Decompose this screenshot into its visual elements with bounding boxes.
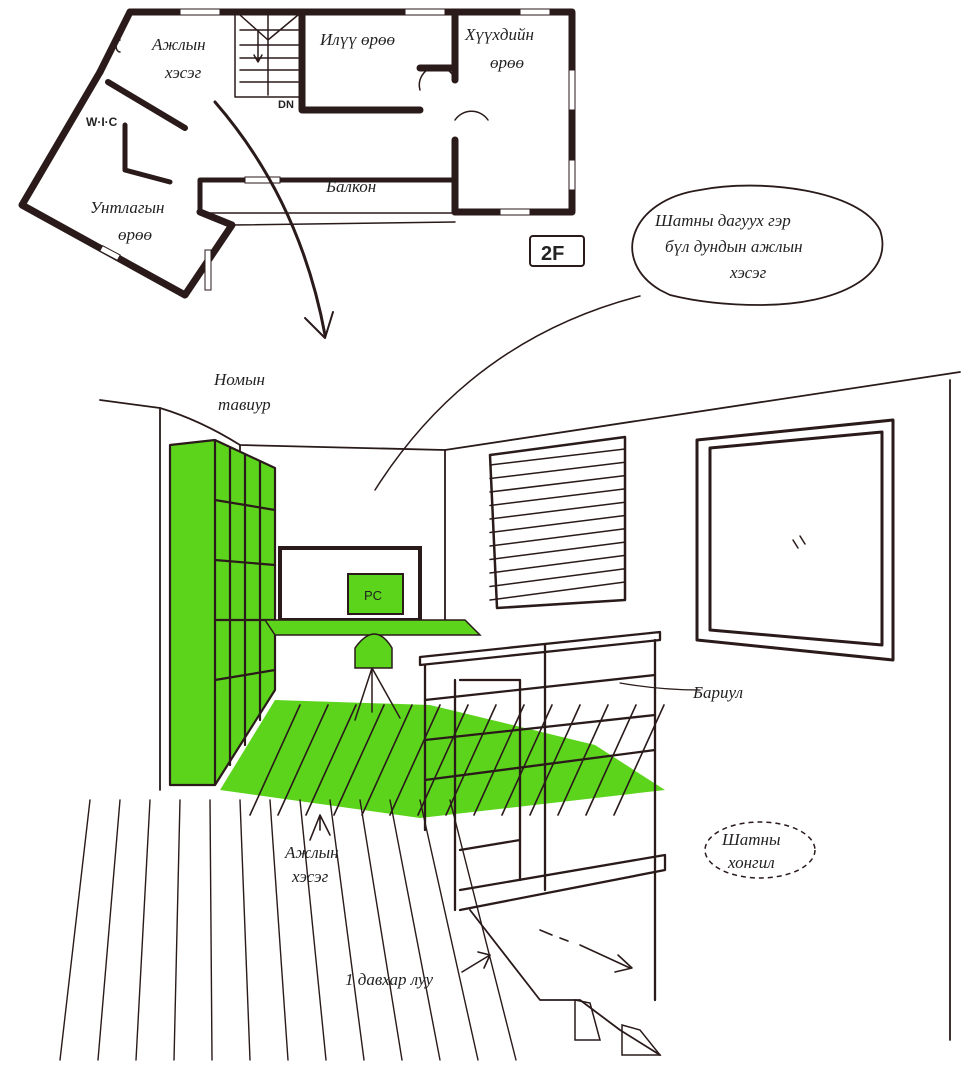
curved-arrow: [213, 100, 327, 337]
label-handrail: Бариул: [692, 683, 743, 702]
window-blinds: [488, 435, 627, 610]
plan-label-kids-room-2: өрөө: [490, 53, 524, 72]
label-stairwell-1: Шатны: [721, 830, 780, 849]
hatch-line: [97, 799, 121, 1061]
plan-label-work-area-1: Ажлын: [151, 35, 206, 54]
plan-label-dn: DN: [278, 99, 294, 111]
hatch-line: [489, 581, 626, 601]
hatch-line: [585, 704, 637, 816]
hatch-line: [489, 461, 626, 480]
bubble-line-2: бүл дундын ажлын: [665, 237, 803, 256]
hatch-line: [361, 704, 413, 816]
bookshelf: [170, 440, 275, 785]
hatch-line: [277, 704, 329, 816]
hatch-line: [501, 704, 553, 816]
pc-monitor: [347, 573, 404, 615]
plan-label-extra-room: Илүү өрөө: [319, 30, 395, 49]
hatch-line: [329, 799, 365, 1061]
hatch-line: [249, 704, 301, 816]
hatch-line: [489, 474, 626, 493]
pc-label: PC: [364, 588, 382, 603]
hatch-line: [305, 704, 357, 816]
hatch-line: [489, 488, 626, 507]
hatch-line: [173, 799, 181, 1061]
arrow-head-icon: [304, 311, 334, 339]
hatch-line: [359, 799, 403, 1061]
window-right: [695, 418, 895, 662]
hatch-line: [269, 799, 289, 1061]
room-perspective: PC Номын тавиур Б: [59, 370, 961, 1061]
hatch-line: [239, 799, 251, 1061]
hatch-line: [417, 704, 469, 816]
plan-label-balcony: Балкон: [325, 177, 376, 196]
chair: [354, 633, 393, 669]
hatch-line: [489, 514, 626, 534]
arrow-icon: [461, 951, 491, 973]
work-area-floor: [220, 700, 665, 818]
plan-label-wic: W·I·C: [86, 115, 118, 129]
hatch-line: [333, 704, 385, 816]
plan-label-bedroom-1: Унтлагын: [90, 198, 164, 217]
label-to-first-floor: 1 давхар луу: [345, 970, 434, 989]
hatch-line: [489, 567, 626, 588]
stairwell-outline: [704, 821, 816, 879]
plan-label-work-area-2: хэсэг: [164, 63, 202, 82]
hatch-line: [419, 799, 479, 1061]
hatch-line: [389, 799, 441, 1061]
hatch-line: [489, 554, 626, 574]
floor-plan: Ажлын хэсэг Илүү өрөө Хүүхдийн өрөө W·I·…: [18, 8, 585, 299]
hatch-line: [59, 799, 91, 1061]
label-stairwell-2: хонгил: [727, 853, 775, 872]
hatch-line: [135, 799, 151, 1061]
bubble-line-1: Шатны дагуух гэр: [654, 211, 791, 230]
hatch-line: [473, 704, 525, 816]
hatch-line: [299, 799, 327, 1061]
down-arrow-icon: [539, 929, 633, 973]
bubble-line-3: хэсэг: [729, 263, 767, 282]
hatch-line: [489, 448, 626, 466]
plan-label-bedroom-2: өрөө: [118, 225, 152, 244]
label-work-area-2: хэсэг: [291, 867, 329, 886]
hatch-line: [489, 501, 626, 520]
hatch-line: [613, 704, 665, 816]
floor-badge: 2F: [541, 243, 564, 265]
desk: [263, 619, 482, 636]
hatch-line: [449, 799, 517, 1061]
up-arrow-icon: [309, 814, 331, 841]
plan-label-kids-room-1: Хүүхдийн: [464, 25, 534, 44]
label-bookshelf-1: Номын: [213, 370, 265, 389]
speech-bubble: Шатны дагуух гэр бүл дундын ажлын хэсэг: [374, 184, 884, 491]
hatch-line: [389, 704, 441, 816]
hatch-line: [489, 541, 626, 561]
hatch-line: [489, 528, 626, 547]
floor-badge-box: [529, 235, 585, 267]
handrail: [418, 630, 701, 1002]
label-work-area-1: Ажлын: [284, 843, 339, 862]
hatch-line: [209, 799, 213, 1061]
label-bookshelf-2: тавиур: [218, 395, 271, 414]
